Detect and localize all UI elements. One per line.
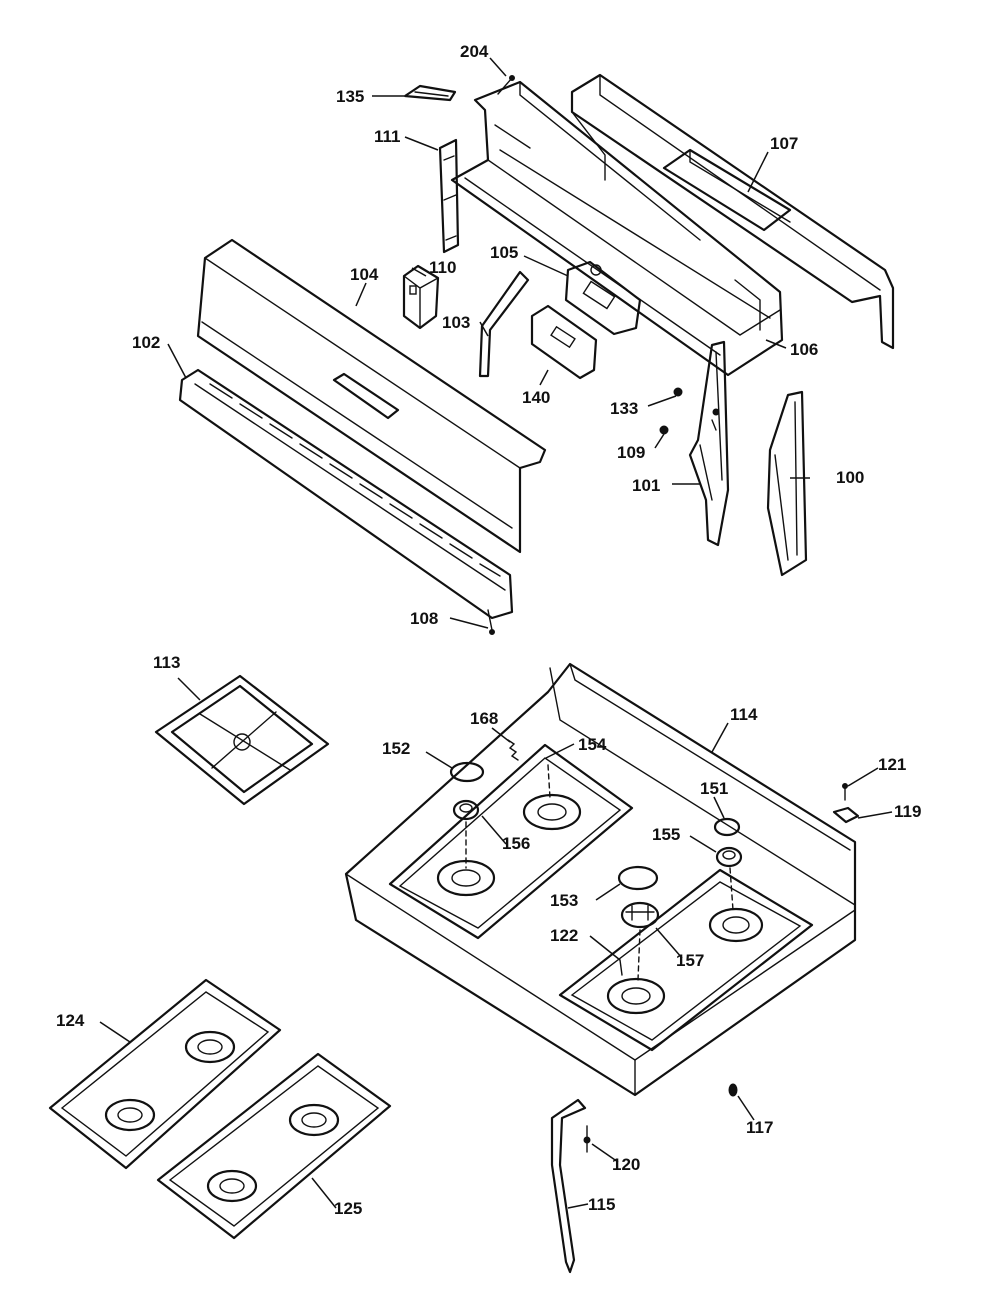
control-panel-104 — [196, 238, 547, 554]
screw-109 — [659, 425, 669, 435]
drip-pan-125 — [156, 1052, 392, 1240]
callout-106: 106 — [790, 340, 818, 359]
callout-115: 115 — [588, 1195, 615, 1214]
callout-156: 156 — [502, 834, 530, 853]
cooktop-114 — [344, 662, 857, 1097]
clip-119 — [832, 806, 860, 824]
axis-front — [637, 929, 641, 981]
callout-124: 124 — [56, 1011, 85, 1030]
callout-151: 151 — [700, 779, 728, 798]
callout-113: 113 — [153, 653, 180, 672]
burner-cap-151 — [713, 817, 741, 837]
switch-bracket-105 — [564, 260, 642, 336]
pin-122 — [619, 959, 623, 976]
drip-pan-124 — [48, 978, 282, 1170]
end-cap-100 — [766, 390, 808, 577]
callout-100: 100 — [836, 468, 864, 487]
callout-109: 109 — [617, 443, 645, 462]
callout-204: 204 — [460, 42, 489, 61]
callout-117: 117 — [746, 1118, 773, 1137]
screw-133 — [673, 387, 683, 397]
screw-204-head — [509, 75, 515, 81]
callout-labels: 204 135 111 107 110 105 104 102 103 106 … — [56, 42, 921, 1218]
callout-122: 122 — [550, 926, 578, 945]
bracket-111 — [438, 138, 460, 254]
callout-153: 153 — [550, 891, 578, 910]
spring-168 — [507, 739, 519, 761]
callout-133: 133 — [610, 399, 638, 418]
callout-152: 152 — [382, 739, 410, 758]
end-bracket-101 — [688, 340, 730, 547]
callout-121: 121 — [878, 755, 906, 774]
burner-cap-152 — [449, 761, 485, 783]
leader-lines — [99, 57, 893, 1209]
callout-103: 103 — [442, 313, 470, 332]
screw-204 — [497, 77, 513, 95]
clip-135 — [403, 84, 457, 102]
callout-125: 125 — [334, 1199, 362, 1218]
callout-135: 135 — [336, 87, 364, 106]
plate-140 — [530, 304, 598, 380]
callout-155: 155 — [652, 825, 680, 844]
burner-left-front — [436, 859, 496, 897]
burner-head-155 — [715, 846, 743, 868]
callout-140: 140 — [522, 388, 550, 407]
rod-115 — [550, 1098, 587, 1274]
trim-strip-102 — [178, 368, 514, 620]
axis-rear — [547, 764, 551, 799]
screw-121-head — [842, 783, 848, 789]
burner-right-rear — [708, 907, 764, 943]
screw-108 — [487, 609, 493, 631]
burner-right-front — [606, 977, 666, 1015]
screw-108-head — [489, 629, 495, 635]
burner-head-156 — [452, 799, 480, 821]
callout-157: 157 — [676, 951, 704, 970]
burner-left-rear — [522, 793, 582, 831]
callout-105: 105 — [490, 243, 518, 262]
callout-154: 154 — [578, 735, 607, 754]
burner-cap-153 — [617, 865, 659, 891]
callout-110: 110 — [429, 258, 456, 277]
callout-108: 108 — [410, 609, 438, 628]
callout-120: 120 — [612, 1155, 640, 1174]
bumper-117 — [728, 1083, 738, 1097]
callout-102: 102 — [132, 333, 160, 352]
callout-114: 114 — [730, 705, 758, 724]
rear-panel-106 — [450, 80, 784, 377]
callout-104: 104 — [350, 265, 379, 284]
callout-101: 101 — [632, 476, 660, 495]
burner-grate-113 — [154, 674, 330, 806]
callout-119: 119 — [894, 802, 921, 821]
axis-right — [729, 867, 734, 911]
burner-head-157 — [620, 901, 660, 929]
callout-111: 111 — [374, 127, 401, 146]
clock-module-110 — [402, 264, 440, 330]
callout-107: 107 — [770, 134, 798, 153]
rod-103 — [478, 270, 530, 378]
backguard-cover-107 — [570, 73, 895, 350]
screw-misc — [712, 408, 720, 416]
callout-168: 168 — [470, 709, 498, 728]
